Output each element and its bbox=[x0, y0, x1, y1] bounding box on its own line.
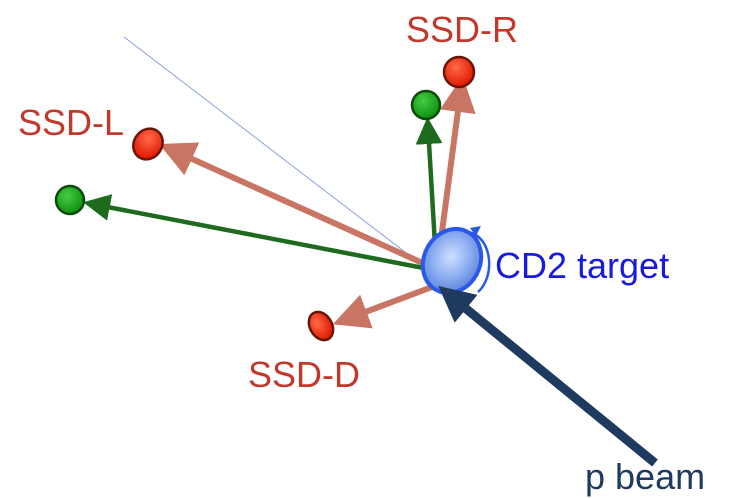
green-detector-dot-left bbox=[54, 184, 86, 216]
ssd-d-label: SSD-D bbox=[248, 354, 360, 395]
ssd-d-detector-dot bbox=[307, 310, 335, 342]
cd2-target bbox=[420, 227, 484, 295]
reference-line bbox=[123, 36, 419, 263]
ssd-l-label: SSD-L bbox=[18, 102, 124, 143]
arrow-to-ssd-l bbox=[159, 142, 440, 273]
green-detector-dot-upper bbox=[410, 89, 442, 121]
target-rotation-arrow-icon bbox=[467, 230, 491, 293]
arrow-green-left bbox=[83, 194, 435, 273]
ssd-l-detector-dot bbox=[132, 127, 164, 161]
arrow-to-ssd-d bbox=[332, 284, 434, 329]
ssd-r-detector-dot bbox=[442, 55, 476, 89]
target-label: CD2 target bbox=[495, 245, 669, 286]
beam-label: p beam bbox=[585, 456, 705, 497]
rotation-arrowhead-icon bbox=[470, 226, 481, 236]
proton-beam-arrow bbox=[438, 286, 658, 467]
ssd-r-label: SSD-R bbox=[406, 9, 518, 50]
